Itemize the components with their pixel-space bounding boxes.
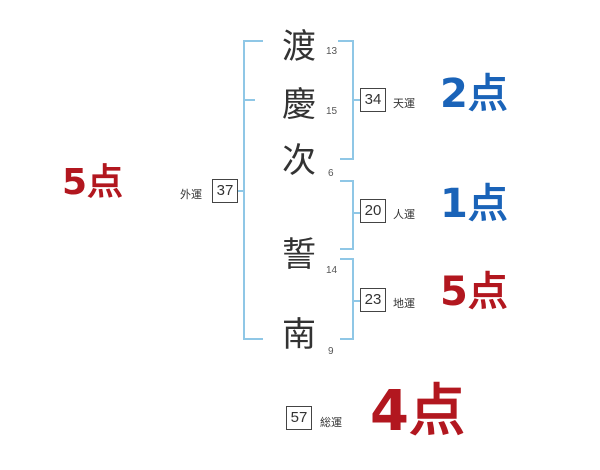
souun-label: 総運 [320,416,342,429]
name-char-1: 渡 [282,27,316,67]
gaiun-value-box: 37 [212,179,238,203]
tenun-score: 2点 [440,71,508,117]
jinun-bracket-vertical [352,180,354,250]
name-char-4: 誓 [282,235,316,275]
stroke-count-4: 14 [326,265,338,276]
tenun-bracket-connector [352,99,360,101]
jinun-bracket-bottom [340,248,354,250]
jinun-value-box: 20 [360,199,386,223]
outer-bracket-top [243,40,263,42]
gaiun-label: 外運 [180,188,202,201]
jinun-score: 1点 [440,181,508,227]
chiun-value-box: 23 [360,288,386,312]
chiun-bracket-top [340,258,354,260]
jinun-label: 人運 [393,208,415,221]
tenun-bracket-bottom [340,158,354,160]
souun-value-box: 57 [286,406,312,430]
chiun-bracket-bottom [340,338,354,340]
stroke-count-3: 6 [328,168,334,179]
outer-bracket-connector [237,190,245,192]
stroke-count-2: 15 [326,106,338,117]
tenun-bracket-top [338,40,354,42]
souun-score: 4点 [370,379,465,444]
tenun-value-box: 34 [360,88,386,112]
tenun-label: 天運 [393,97,415,110]
outer-bracket-mid [243,99,255,101]
name-char-5: 南 [282,315,316,355]
name-char-2: 慶 [282,85,316,125]
chiun-bracket-connector [352,300,360,302]
name-char-3: 次 [282,141,316,181]
stroke-count-5: 9 [328,346,334,357]
jinun-bracket-connector [352,212,360,214]
outer-bracket-bottom [243,338,263,340]
gaiun-score: 5点 [62,162,124,203]
chiun-score: 5点 [440,269,508,315]
jinun-bracket-top [340,180,354,182]
chiun-bracket-vertical [352,258,354,340]
chiun-label: 地運 [393,297,415,310]
stroke-count-1: 13 [326,46,338,57]
